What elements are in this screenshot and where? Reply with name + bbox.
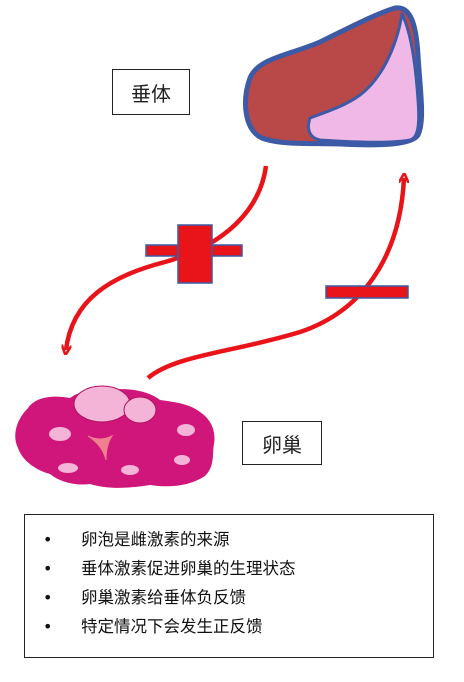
feedback-arrow	[146, 178, 404, 380]
inhibition-bar-symbol	[325, 285, 409, 299]
note-item: • 卵泡是雌激素的来源	[43, 525, 433, 554]
bullet-icon: •	[43, 588, 53, 607]
note-item: • 卵巢激素给垂体负反馈	[43, 583, 433, 612]
bullet-icon: •	[43, 530, 53, 549]
note-item: • 垂体激素促进卵巢的生理状态	[43, 554, 433, 583]
stimulation-arrow	[66, 165, 269, 350]
note-text: 特定情况下会发生正反馈	[81, 617, 263, 636]
pituitary-gland-icon	[243, 5, 425, 148]
bullet-icon: •	[43, 617, 53, 636]
note-text: 卵泡是雌激素的来源	[81, 530, 230, 549]
ovary-icon	[15, 385, 215, 488]
note-text: 垂体激素促进卵巢的生理状态	[81, 559, 296, 578]
notes-box: • 卵泡是雌激素的来源 • 垂体激素促进卵巢的生理状态 • 卵巢激素给垂体负反馈 • 特…	[24, 514, 434, 658]
bullet-icon: •	[43, 559, 53, 578]
note-text: 卵巢激素给垂体负反馈	[81, 588, 246, 607]
inhibition-block-symbol	[145, 224, 243, 284]
pituitary-label: 垂体	[112, 69, 190, 115]
notes-list: • 卵泡是雌激素的来源 • 垂体激素促进卵巢的生理状态 • 卵巢激素给垂体负反馈 • 特…	[25, 515, 433, 641]
note-item: • 特定情况下会发生正反馈	[43, 612, 433, 641]
hormone-feedback-diagram	[15, 5, 425, 488]
ovary-label: 卵巢	[242, 421, 322, 465]
